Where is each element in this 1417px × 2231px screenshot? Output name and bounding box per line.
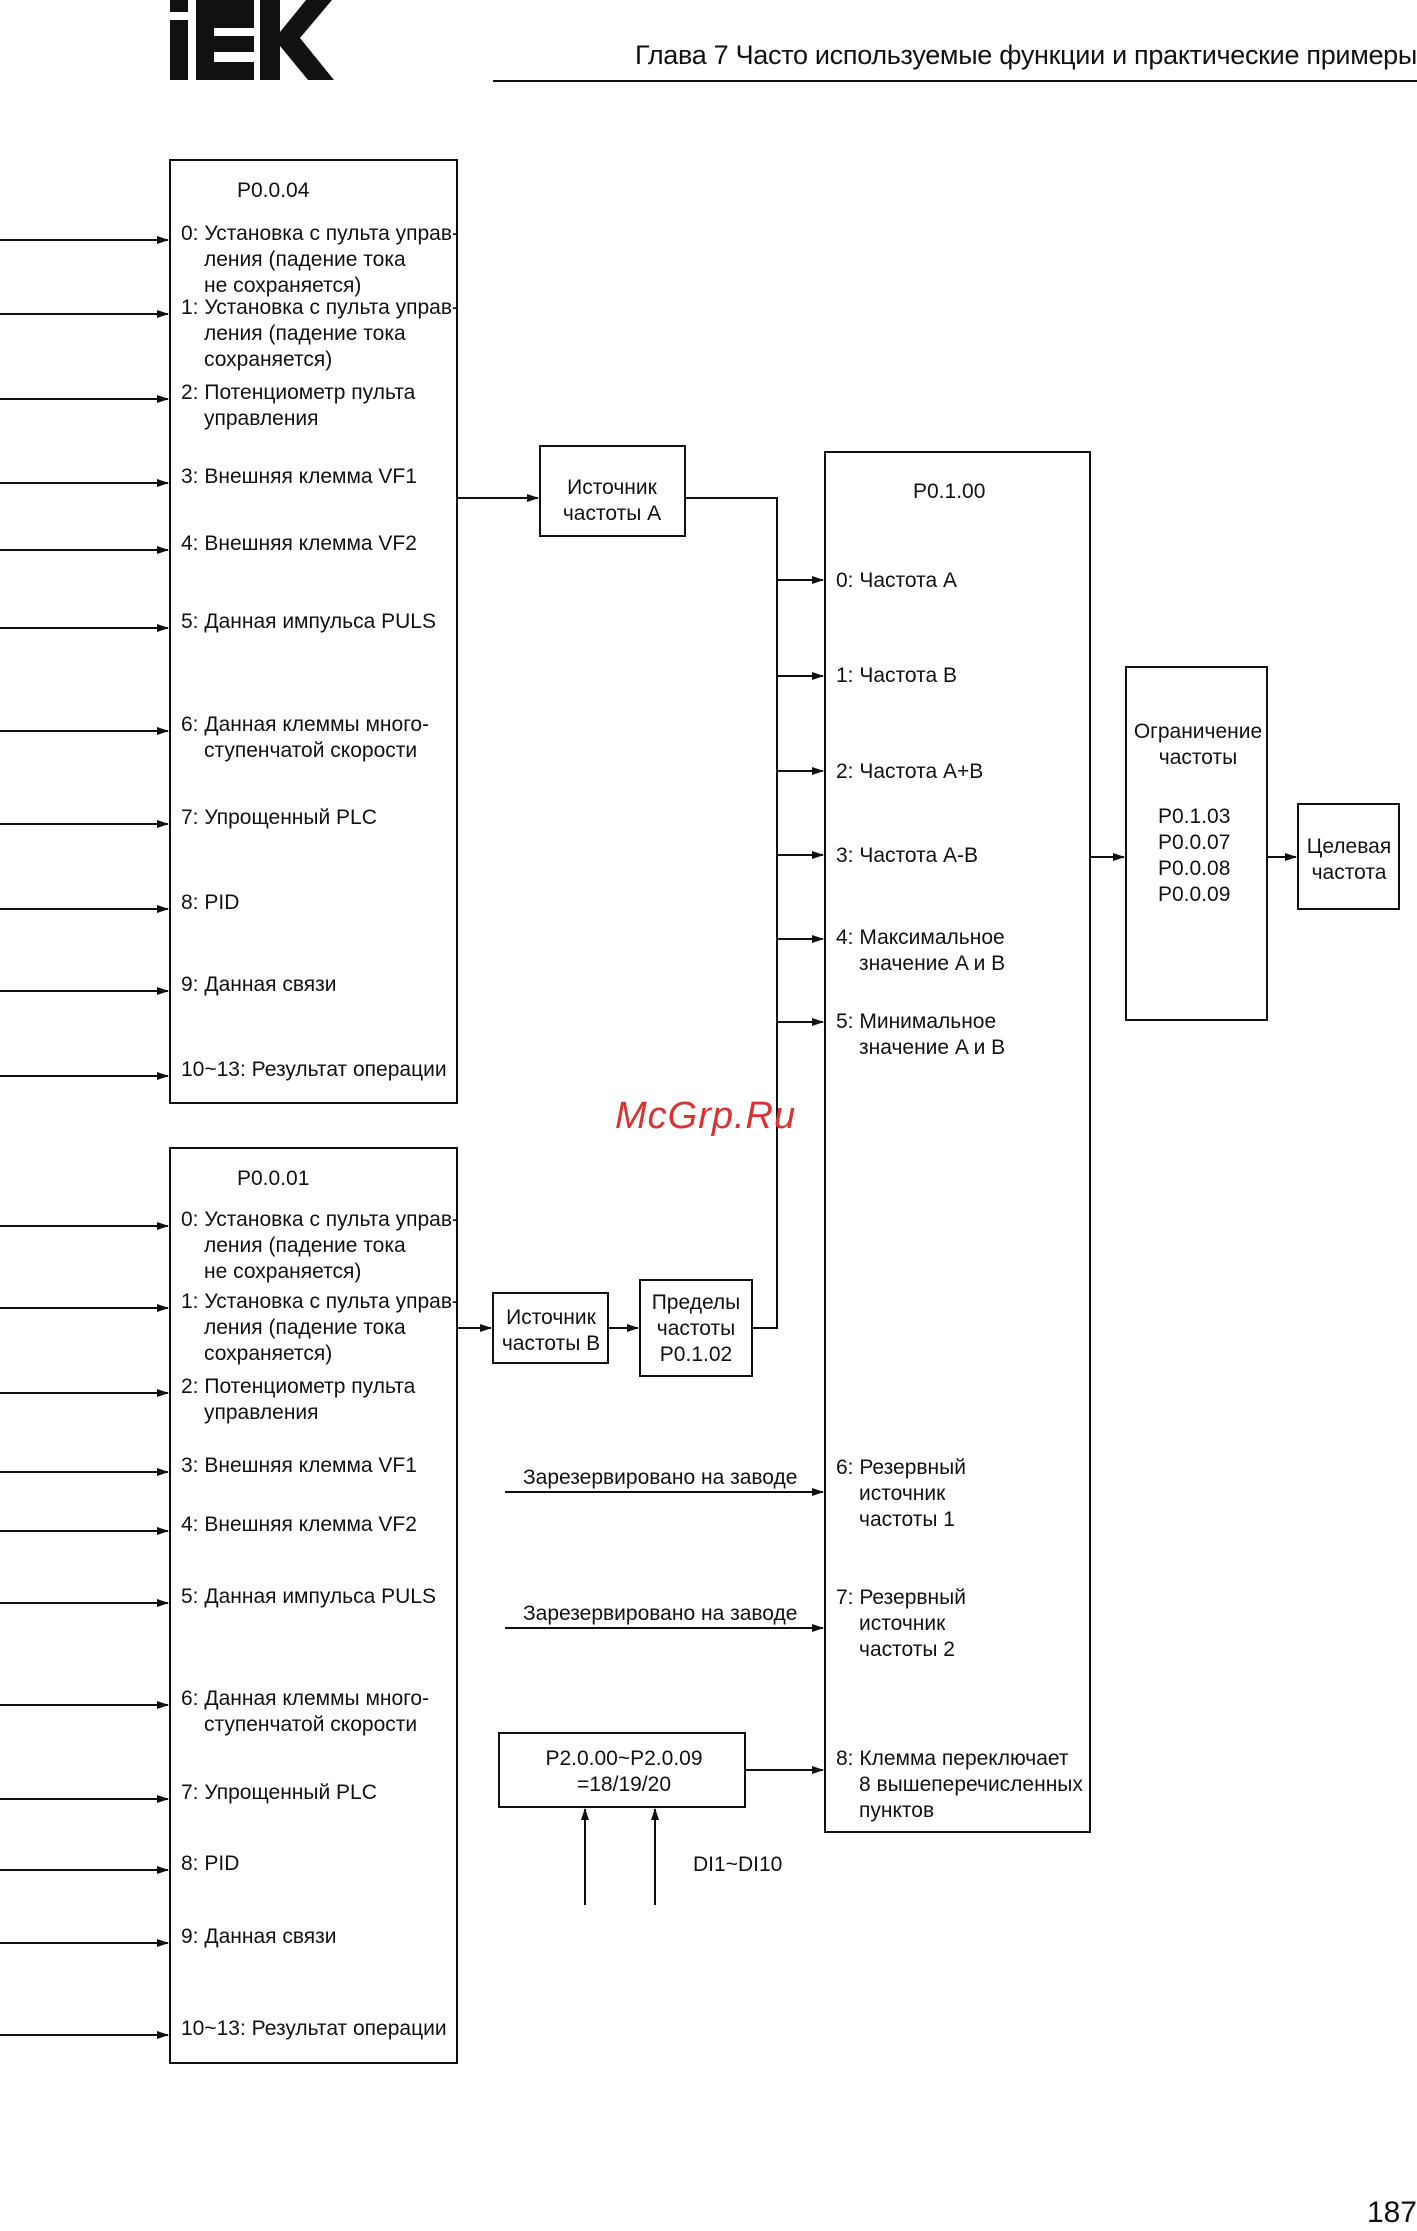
block-a-item: 8: PID <box>181 891 239 914</box>
main-block <box>824 451 1091 1833</box>
di-label: DI1~DI10 <box>693 1853 782 1876</box>
block-b-item: 7: Упрощенный PLC <box>181 1781 377 1804</box>
source-b-box <box>492 1292 609 1364</box>
main-param: P0.1.00 <box>913 480 985 503</box>
bus-line <box>685 497 778 1329</box>
main-item: 0: Частота A <box>836 569 957 592</box>
watermark: McGrp.Ru <box>615 1095 797 1137</box>
block-a-item: 4: Внешняя клемма VF2 <box>181 532 417 555</box>
block-a-item: 9: Данная связи <box>181 973 336 996</box>
block-b-item: 3: Внешняя клемма VF1 <box>181 1454 417 1477</box>
block-b-item: 0: Установка с пульта управ-ления (паден… <box>181 1208 459 1283</box>
reserved-label-1: Зарезервировано на заводе <box>523 1466 797 1489</box>
main-item: 1: Частота B <box>836 664 957 687</box>
reserved-label-2: Зарезервировано на заводе <box>523 1602 797 1625</box>
page-number: 187 <box>1366 2196 1417 2229</box>
freq-limits-box <box>639 1279 753 1377</box>
block-a-item: 0: Установка с пульта управ-ления (паден… <box>181 222 459 297</box>
block-b-item: 8: PID <box>181 1852 239 1875</box>
block-a-item: 5: Данная импульса PULS <box>181 610 436 633</box>
block-a-item: 10~13: Результат операции <box>181 1058 447 1081</box>
main-item: 3: Частота A-B <box>836 844 978 867</box>
block-b-item: 1: Установка с пульта управ-ления (паден… <box>181 1290 459 1365</box>
block-b-item: 6: Данная клеммы много-ступенчатой скоро… <box>181 1687 429 1736</box>
terminal-block <box>498 1732 746 1808</box>
iek-logo <box>170 0 335 85</box>
block-a-item: 6: Данная клеммы много-ступенчатой скоро… <box>181 713 429 762</box>
block-a-item: 1: Установка с пульта управ-ления (паден… <box>181 296 459 371</box>
block-b-item: 4: Внешняя клемма VF2 <box>181 1513 417 1536</box>
source-a-box <box>539 445 686 537</box>
block-a-param: P0.0.04 <box>237 179 310 202</box>
header-divider <box>493 80 1417 82</box>
block-a-block <box>169 159 458 1104</box>
limit-block <box>1125 666 1268 1021</box>
block-b-block <box>169 1147 458 2064</box>
block-b-item: 9: Данная связи <box>181 1925 336 1948</box>
block-b-item: 10~13: Результат операции <box>181 2017 447 2040</box>
block-b-item: 5: Данная импульса PULS <box>181 1585 436 1608</box>
terminal-label: P2.0.00~P2.0.09=18/19/20 <box>545 1747 702 1796</box>
chapter-title: Глава 7 Часто используемые функции и пра… <box>635 40 1417 70</box>
block-b-param: P0.0.01 <box>237 1167 309 1190</box>
main-item: 2: Частота A+B <box>836 760 983 783</box>
block-a-item: 3: Внешняя клемма VF1 <box>181 465 417 488</box>
target-box <box>1297 803 1400 910</box>
block-a-item: 7: Упрощенный PLC <box>181 806 377 829</box>
